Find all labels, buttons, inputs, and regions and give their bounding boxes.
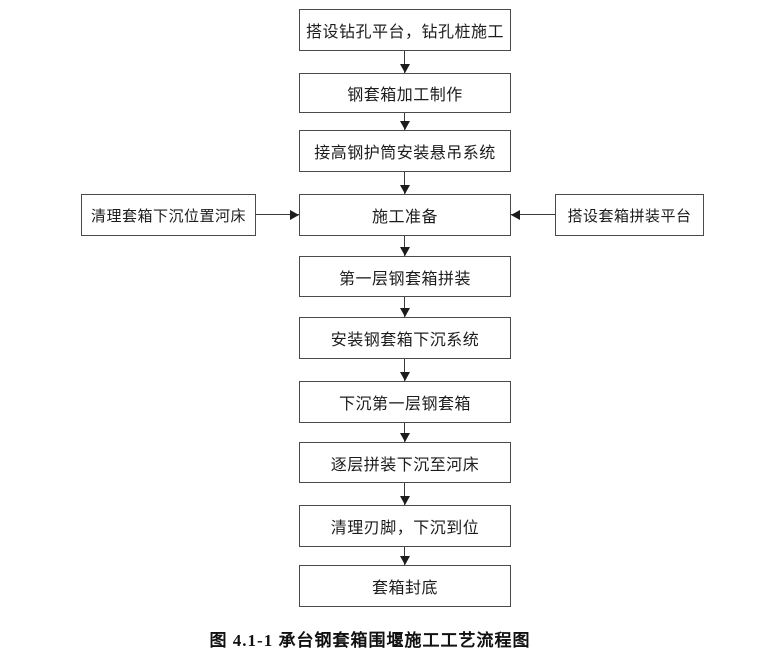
flow-input-assembly-platform: 搭设套箱拼装平台 bbox=[555, 194, 704, 236]
flow-step-sinking-system: 安装钢套箱下沉系统 bbox=[299, 317, 511, 359]
flow-input-clean-riverbed: 清理套箱下沉位置河床 bbox=[81, 194, 256, 236]
arrow-down-icon bbox=[400, 113, 410, 130]
arrow-left-icon bbox=[511, 210, 555, 220]
arrow-down-icon bbox=[400, 172, 410, 194]
arrow-down-icon bbox=[400, 297, 410, 317]
arrow-down-icon bbox=[400, 423, 410, 442]
arrow-down-icon bbox=[400, 359, 410, 381]
flow-step-sink-first-layer: 下沉第一层钢套箱 bbox=[299, 381, 511, 423]
flow-step-drilling-platform: 搭设钻孔平台，钻孔桩施工 bbox=[299, 9, 511, 51]
flow-step-casing-suspension: 接高钢护筒安装悬吊系统 bbox=[299, 130, 511, 172]
flow-step-box-sealing: 套箱封底 bbox=[299, 565, 511, 607]
flow-step-first-layer-assembly: 第一层钢套箱拼装 bbox=[299, 256, 511, 297]
arrow-down-icon bbox=[400, 483, 410, 505]
arrow-down-icon bbox=[400, 547, 410, 565]
figure-caption: 图 4.1-1 承台钢套箱围堰施工工艺流程图 bbox=[209, 631, 531, 650]
arrow-down-icon bbox=[400, 236, 410, 256]
flow-step-box-fabrication: 钢套箱加工制作 bbox=[299, 73, 511, 113]
flow-step-clean-cutting-edge: 清理刃脚，下沉到位 bbox=[299, 505, 511, 547]
flow-step-construction-prep: 施工准备 bbox=[299, 194, 511, 236]
arrow-down-icon bbox=[400, 51, 410, 73]
arrow-right-icon bbox=[256, 210, 299, 220]
flow-step-layered-sinking: 逐层拼装下沉至河床 bbox=[299, 442, 511, 483]
